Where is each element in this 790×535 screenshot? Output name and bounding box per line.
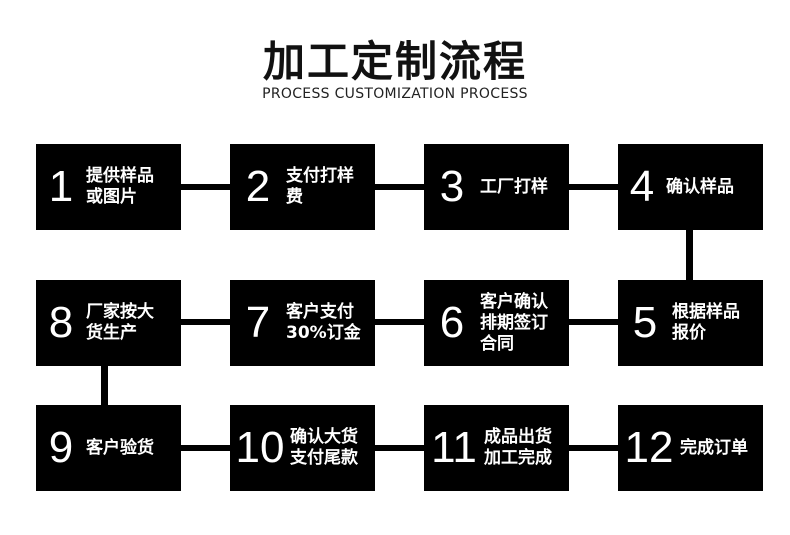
- step-label: 支付打样 费: [286, 166, 354, 207]
- step-3: 3 工厂打样: [424, 144, 569, 230]
- step-2: 2 支付打样 费: [230, 144, 375, 230]
- connector-6-7: [374, 319, 424, 325]
- step-11: 11 成品出货 加工完成: [424, 405, 569, 491]
- step-10: 10 确认大货 支付尾款: [230, 405, 375, 491]
- connector-5-6: [568, 319, 618, 325]
- page-title: 加工定制流程: [262, 37, 527, 86]
- step-label: 完成订单: [680, 437, 748, 458]
- connector-3-4: [568, 184, 618, 190]
- step-label: 客户支付 30%订金: [286, 302, 361, 343]
- connector-8-9: [101, 364, 108, 408]
- step-12: 12 完成订单: [618, 405, 763, 491]
- step-number: 10: [235, 423, 285, 472]
- step-label: 客户验货: [86, 437, 154, 458]
- step-1: 1 提供样品 或图片: [36, 144, 181, 230]
- step-label: 客户确认 排期签订 合同: [480, 291, 548, 354]
- step-label: 成品出货 加工完成: [484, 427, 552, 468]
- step-number: 1: [48, 162, 74, 211]
- step-7: 7 客户支付 30%订金: [230, 280, 375, 366]
- connector-7-8: [180, 319, 230, 325]
- step-5: 5 根据样品 报价: [618, 280, 763, 366]
- step-number: 7: [245, 298, 271, 347]
- step-label: 工厂打样: [480, 176, 548, 197]
- step-label: 根据样品 报价: [672, 302, 740, 343]
- step-number: 3: [439, 162, 465, 211]
- connector-11-12: [568, 445, 618, 451]
- connector-9-10: [180, 445, 230, 451]
- step-number: 8: [48, 298, 74, 347]
- step-9: 9 客户验货: [36, 405, 181, 491]
- step-number: 6: [439, 298, 465, 347]
- step-4: 4 确认样品: [618, 144, 763, 230]
- step-label: 提供样品 或图片: [86, 166, 154, 207]
- step-number: 4: [629, 162, 655, 211]
- step-6: 6 客户确认 排期签订 合同: [424, 280, 569, 366]
- step-number: 11: [431, 423, 477, 472]
- step-label: 厂家按大 货生产: [86, 302, 154, 343]
- step-number: 12: [624, 423, 674, 472]
- connector-10-11: [374, 445, 424, 451]
- step-number: 5: [632, 298, 658, 347]
- step-label: 确认样品: [666, 176, 734, 197]
- step-8: 8 厂家按大 货生产: [36, 280, 181, 366]
- connector-1-2: [180, 184, 230, 190]
- connector-2-3: [374, 184, 424, 190]
- step-number: 2: [245, 162, 271, 211]
- step-label: 确认大货 支付尾款: [290, 427, 358, 468]
- step-number: 9: [48, 423, 74, 472]
- connector-4-5: [686, 228, 693, 282]
- page-subtitle: PROCESS CUSTOMIZATION PROCESS: [262, 86, 528, 102]
